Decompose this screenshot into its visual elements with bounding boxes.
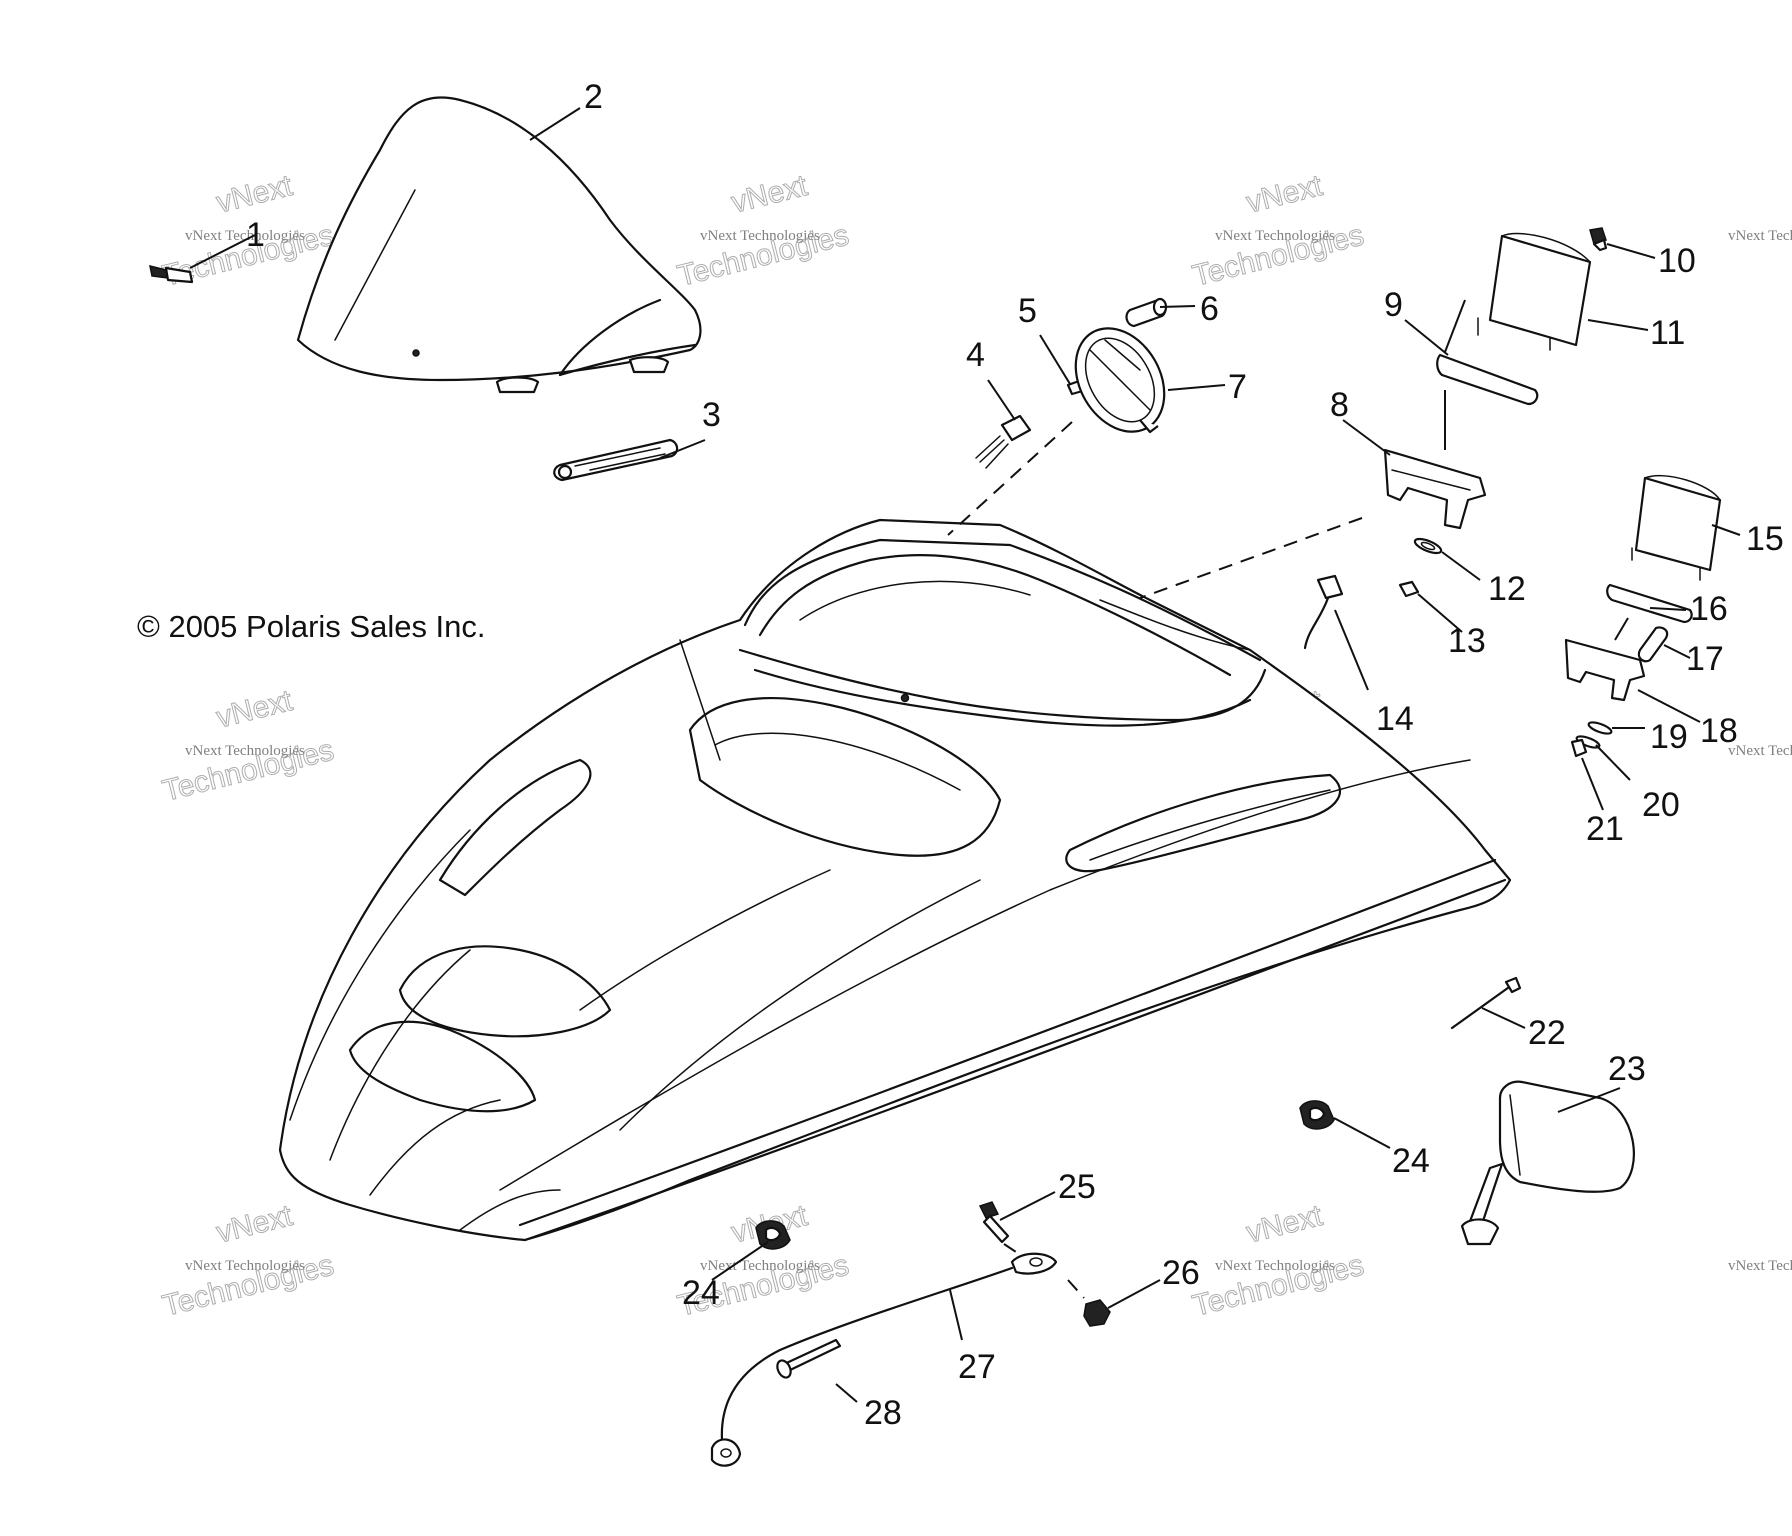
callout-28: 28 [864,1394,902,1432]
part-24-grommet-right [1299,1100,1335,1130]
svg-text:vNext Technologies: vNext Technologies [185,1258,305,1274]
callout-10: 10 [1658,242,1696,280]
watermark-11: vNext Technologies [1728,743,1792,759]
assembly-lines [947,299,1629,1299]
callout-7: 7 [1228,368,1247,406]
callout-23: 23 [1608,1050,1646,1088]
leader-lines [189,107,1741,1403]
callout-20: 20 [1642,786,1680,824]
callout-13: 13 [1448,622,1486,660]
windshield-frame [743,538,1262,662]
copyright-notice: © 2005 Polaris Sales Inc. [137,609,486,644]
part-25-bolt [978,1201,1010,1244]
callout-16: 16 [1690,590,1728,628]
svg-text:vNext Technologies: vNext Technologies [1728,228,1792,244]
callout-6: 6 [1200,290,1219,328]
part-22-cable-tie [1450,976,1522,1030]
part-28-rivet [776,1338,842,1379]
svg-text:vNext: vNext [1243,1199,1326,1250]
callout-5: 5 [1018,292,1037,330]
part-17-pin [1637,626,1669,663]
callout-17: 17 [1686,640,1724,678]
svg-text:vNext Technologies: vNext Technologies [700,228,820,244]
svg-text:vNext Technologies: vNext Technologies [185,228,305,244]
callout-22: 22 [1528,1014,1566,1052]
part-13-nut [1398,580,1420,598]
watermark-12: vNext Technologies [1728,1258,1792,1274]
svg-text:vNext Technologies: vNext Technologies [1215,1258,1335,1274]
callout-19: 19 [1650,718,1688,756]
svg-text:vNext: vNext [728,169,811,220]
svg-text:vNext: vNext [213,1199,296,1250]
watermark-3: vNext vNext Technologies Technologies [1189,168,1368,293]
part-18-bracket [1564,638,1646,702]
part-4-connector [975,414,1032,469]
part-21-nut [1570,738,1588,758]
callout-25: 25 [1058,1168,1096,1206]
windshield [296,96,702,394]
part-19-spring [1587,721,1613,735]
callout-24-left: 24 [682,1274,720,1312]
part-10-screw [1589,227,1608,252]
svg-text:vNext: vNext [213,169,296,220]
hood-assembly [278,518,1512,1242]
callout-26: 26 [1162,1254,1200,1292]
svg-text:vNext: vNext [1243,169,1326,220]
callout-2: 2 [584,78,603,116]
watermark-7: vNext vNext Technologies Technologies [159,1198,338,1323]
part-11-gauge [1477,232,1592,351]
callout-12: 12 [1488,570,1526,608]
callout-21: 21 [1586,810,1624,848]
part-12-grommet [1413,537,1443,555]
callout-18: 18 [1700,712,1738,750]
callout-9: 9 [1384,286,1403,324]
callout-27: 27 [958,1348,996,1386]
callout-4: 4 [966,336,985,374]
part-14-wire-plug [1303,574,1344,650]
part-7-gauge-bezel [1074,327,1166,434]
callout-11: 11 [1650,314,1685,352]
part-24-grommet-left [755,1220,791,1250]
part-1-screw [149,264,194,284]
callout-8: 8 [1330,386,1349,424]
callout-24-right: 24 [1392,1142,1430,1180]
part-9-lens [1436,353,1539,406]
svg-text:vNext Technologies: vNext Technologies [700,1258,820,1274]
svg-text:vNext Technologies: vNext Technologies [185,743,305,759]
callout-numbers: 1 2 3 4 5 6 7 8 9 10 11 12 13 14 15 16 1… [246,78,1784,1432]
watermark-10: vNext Technologies [1728,228,1792,244]
callout-3: 3 [702,396,721,434]
part-23-mirror [1460,1080,1635,1246]
part-27-tether [710,1252,1058,1467]
hood-scoop [688,697,1002,857]
part-15-gauge [1631,474,1722,581]
svg-text:vNext Technologies: vNext Technologies [1728,1258,1792,1274]
part-6-pin [1125,297,1168,328]
callout-1: 1 [246,216,265,254]
svg-text:vNext Technologies: vNext Technologies [1215,228,1335,244]
watermark-4: vNext vNext Technologies Technologies [159,683,338,808]
hood-vent-left [438,758,592,897]
part-3-strap [553,438,679,482]
hood-lower-edge [523,878,1507,1242]
part-16-lens [1606,583,1693,624]
watermark-2: vNext vNext Technologies Technologies [674,168,853,293]
callout-14: 14 [1376,700,1414,738]
svg-text:vNext Technologies: vNext Technologies [1728,743,1792,759]
svg-text:vNext: vNext [213,684,296,735]
watermark-9: vNext vNext Technologies Technologies [1189,1198,1368,1323]
callout-15: 15 [1746,520,1784,558]
part-8-bracket [1383,448,1487,530]
part-26-nut [1083,1299,1111,1327]
